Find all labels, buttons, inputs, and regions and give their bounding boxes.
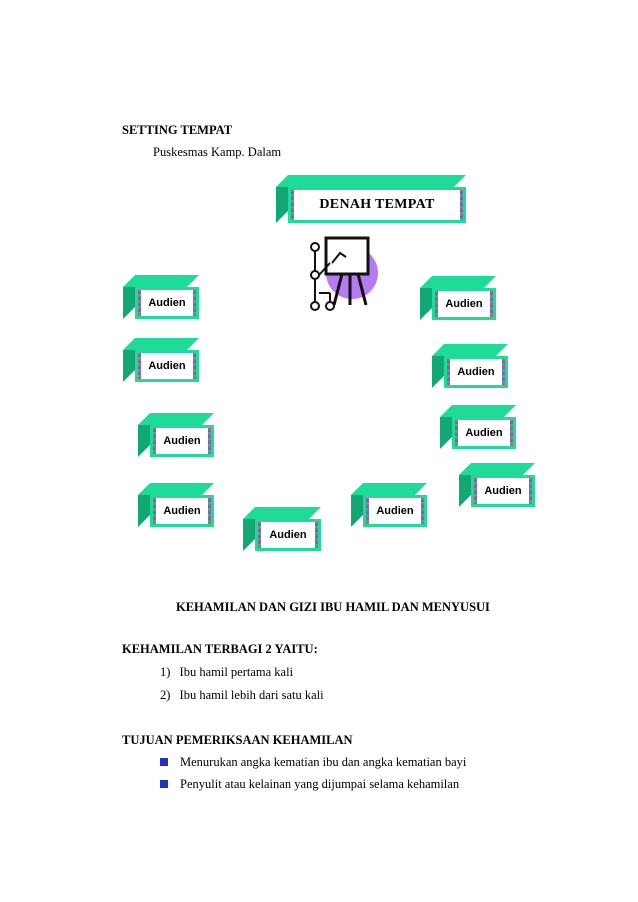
purpose-heading: TUJUAN PEMERIKSAAN KEHAMILAN	[122, 733, 353, 747]
audience-label: Audien	[153, 498, 211, 524]
audience-box: Audien	[123, 338, 199, 382]
box-stripe	[208, 428, 211, 454]
box-stripe	[208, 498, 211, 524]
audience-box: Audien	[420, 276, 496, 320]
presenter-board-icon	[306, 233, 378, 313]
box-stripe	[193, 290, 196, 316]
setting-location: Puskesmas Kamp. Dalam	[153, 145, 282, 159]
list-text: Ibu hamil pertama kali	[179, 665, 294, 679]
audience-label: Audien	[138, 353, 196, 379]
list-text: Penyulit atau kelainan yang dijumpai sel…	[180, 777, 460, 791]
bullet-square-icon	[160, 758, 168, 767]
audience-label: Audien	[138, 290, 196, 316]
audience-label: Audien	[153, 428, 211, 454]
list-text: Ibu hamil lebih dari satu kali	[179, 688, 324, 702]
box-stripe	[366, 498, 369, 524]
box-stripe	[435, 291, 438, 317]
section-title: KEHAMILAN DAN GIZI IBU HAMIL DAN MENYUSU…	[176, 600, 490, 614]
audience-box: Audien	[351, 483, 427, 527]
bullet-square-icon	[160, 780, 168, 789]
list-item: 2) Ibu hamil lebih dari satu kali	[160, 688, 324, 703]
box-stripe	[315, 522, 318, 548]
list-item: 1) Ibu hamil pertama kali	[160, 665, 293, 680]
box-stripe	[529, 478, 532, 504]
audience-box: Audien	[440, 405, 516, 449]
audience-box: Audien	[123, 275, 199, 319]
audience-box: Audien	[432, 344, 508, 388]
pregnancy-heading: KEHAMILAN TERBAGI 2 YAITU:	[122, 642, 318, 656]
box-stripe	[138, 290, 141, 316]
audience-label: Audien	[435, 291, 493, 317]
list-number: 1)	[160, 665, 171, 679]
box-stripe	[455, 420, 458, 446]
audience-box: Audien	[138, 413, 214, 457]
audience-box: Audien	[243, 507, 321, 551]
box-stripe	[258, 522, 261, 548]
title-box-label: DENAH TEMPAT	[291, 190, 463, 220]
audience-box: Audien	[459, 463, 535, 507]
box-stripe	[502, 359, 505, 385]
box-stripe	[138, 353, 141, 379]
box-stripe	[153, 428, 156, 454]
audience-label: Audien	[258, 522, 318, 548]
audience-label: Audien	[366, 498, 424, 524]
box-stripe	[474, 478, 477, 504]
box-stripe	[193, 353, 196, 379]
box-stripe	[447, 359, 450, 385]
box-stripe	[460, 190, 463, 220]
setting-heading: SETTING TEMPAT	[122, 123, 233, 137]
audience-label: Audien	[455, 420, 513, 446]
audience-label: Audien	[474, 478, 532, 504]
box-stripe	[421, 498, 424, 524]
title-box: DENAH TEMPAT	[276, 175, 466, 223]
box-stripe	[291, 190, 294, 220]
box-stripe	[490, 291, 493, 317]
box-stripe	[510, 420, 513, 446]
box-stripe	[153, 498, 156, 524]
list-text: Menurukan angka kematian ibu dan angka k…	[180, 755, 467, 769]
audience-label: Audien	[447, 359, 505, 385]
list-item: Penyulit atau kelainan yang dijumpai sel…	[160, 777, 459, 792]
list-number: 2)	[160, 688, 171, 702]
list-item: Menurukan angka kematian ibu dan angka k…	[160, 755, 466, 770]
audience-box: Audien	[138, 483, 214, 527]
